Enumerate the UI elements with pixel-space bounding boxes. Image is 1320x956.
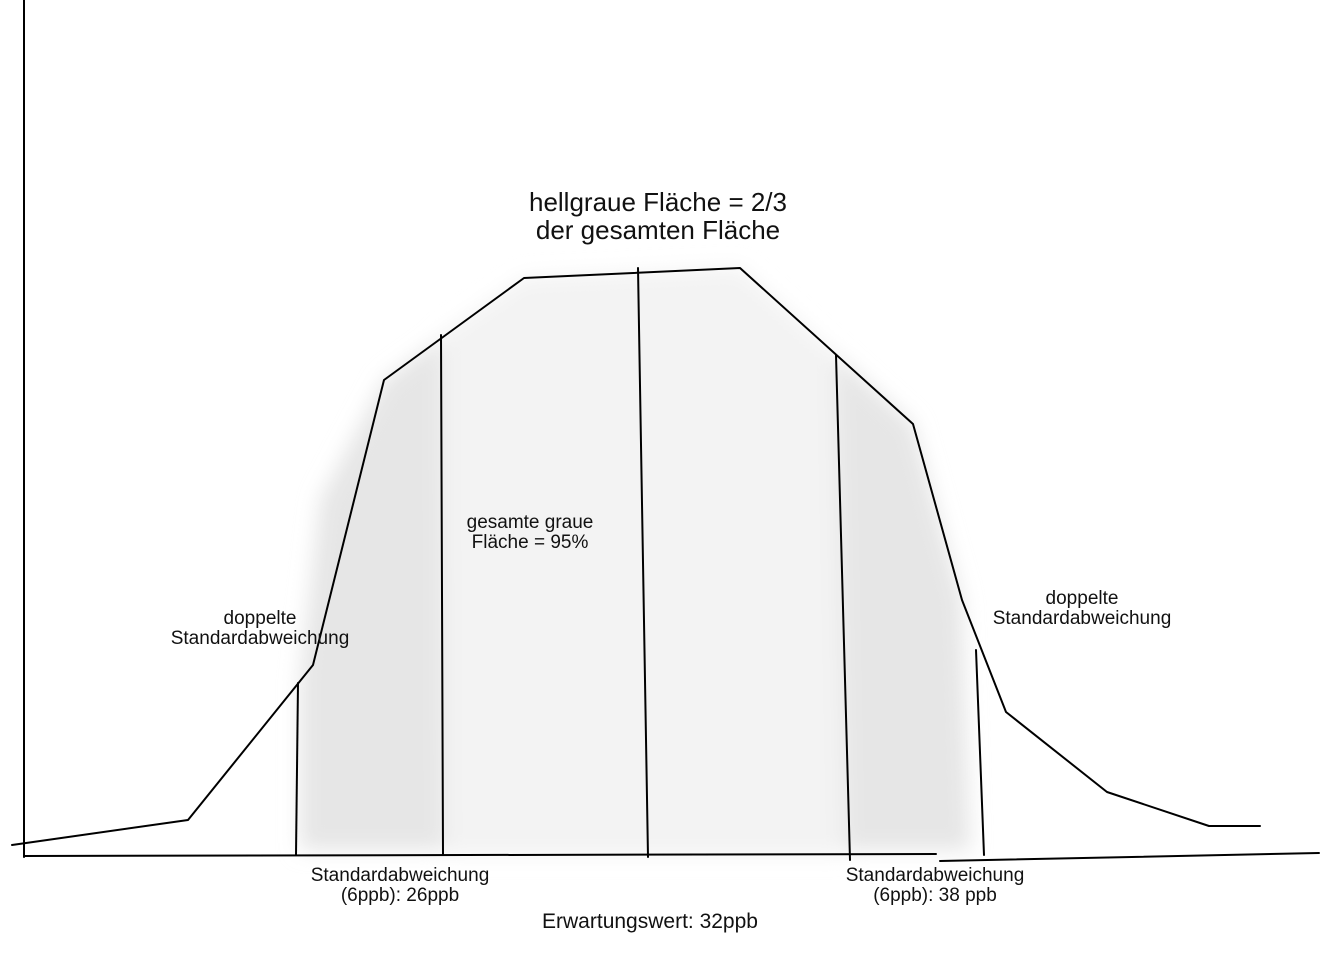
left-sd-line-2: (6ppb): 26ppb	[340, 885, 460, 906]
x-axis-left	[23, 853, 937, 857]
mean-axis-label: Erwartungswert: 32ppb	[542, 910, 758, 933]
shaded-regions	[300, 268, 970, 855]
right-note-line-1: doppelte	[1045, 588, 1119, 609]
center-note: gesamte graue Fläche = 95%	[440, 513, 620, 553]
left-sd-line-1: Standardabweichung	[310, 865, 490, 886]
left-note-line-2: Standardabweichung	[170, 628, 350, 649]
left-2sd-line	[295, 682, 299, 856]
x-axis-right	[939, 852, 1320, 862]
right-sd-axis-label: Standardabweichung (6ppb): 38 ppb	[824, 866, 1046, 906]
right-double-sd-label: doppelte Standardabweichung	[972, 589, 1192, 629]
right-sd-line-2: (6ppb): 38 ppb	[873, 885, 997, 906]
right-1sd-line	[835, 354, 851, 861]
center-note-line-2: Fläche = 95%	[471, 532, 589, 553]
title-line-2: der gesamten Fläche	[535, 215, 781, 245]
left-1sd-line	[440, 334, 444, 856]
mean-line	[637, 267, 649, 858]
distribution-curve	[11, 267, 1261, 846]
right-note-line-2: Standardabweichung	[992, 608, 1172, 629]
left-sd-axis-label: Standardabweichung (6ppb): 26ppb	[290, 866, 510, 906]
right-2sd-line	[975, 649, 985, 856]
left-note-line-1: doppelte	[223, 608, 297, 629]
diagram-title: hellgraue Fläche = 2/3 der gesamten Fläc…	[508, 188, 808, 244]
title-line-1: hellgraue Fläche = 2/3	[528, 187, 787, 217]
left-double-sd-label: doppelte Standardabweichung	[150, 609, 370, 649]
center-note-line-1: gesamte graue	[466, 512, 594, 533]
right-sd-line-1: Standardabweichung	[845, 865, 1025, 886]
